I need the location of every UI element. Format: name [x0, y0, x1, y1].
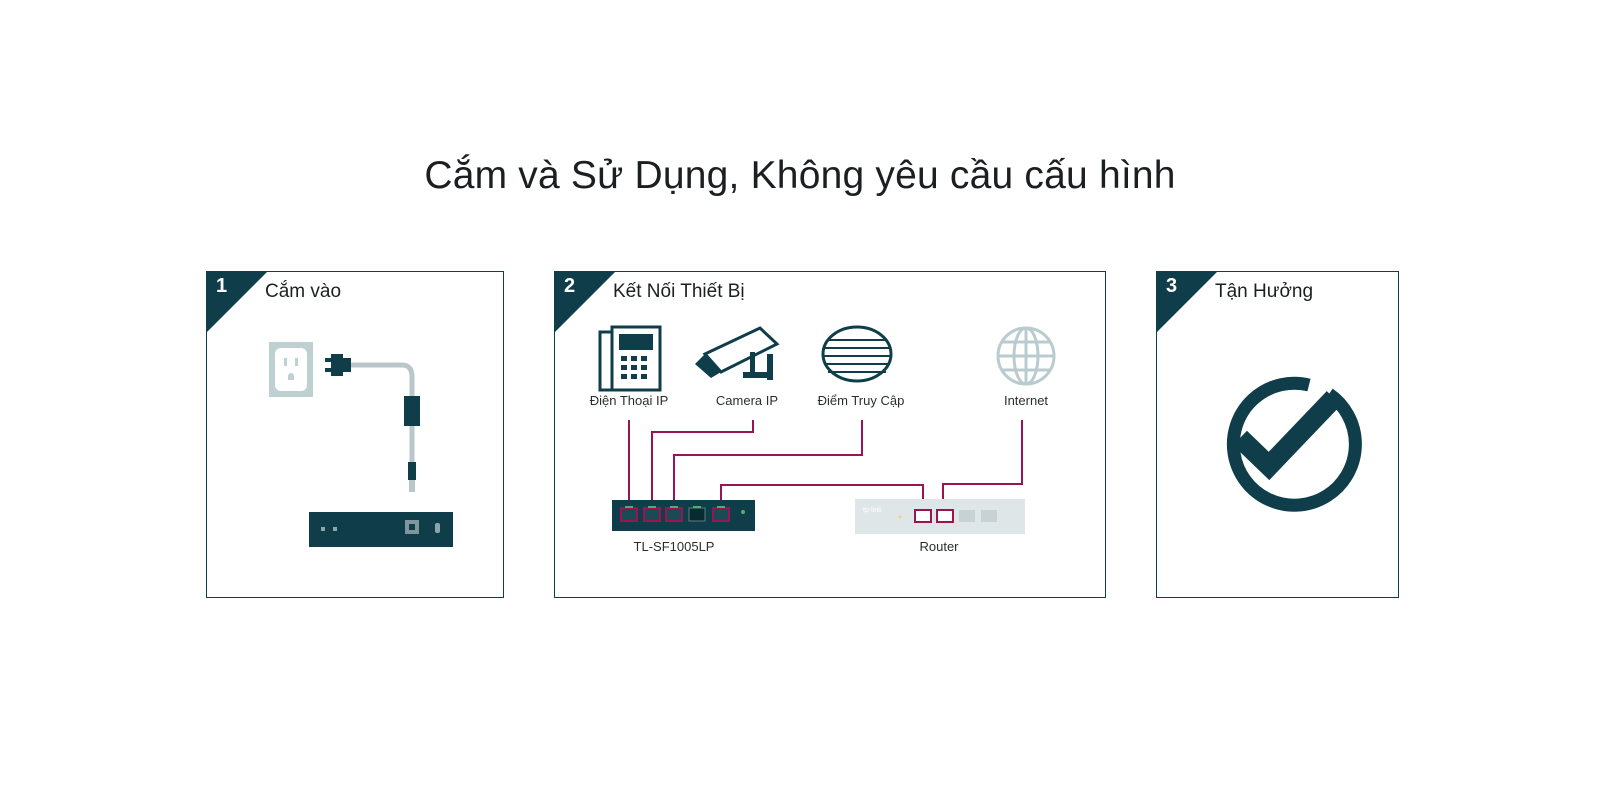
- router-brand-logo: tp-link: [863, 507, 882, 514]
- enjoy-illustration: [1226, 376, 1362, 512]
- step-title: Tận Hưởng: [1215, 281, 1314, 302]
- step-card-plug-in: 1 Cắm vào: [206, 271, 504, 598]
- switch-device-icon: [309, 512, 453, 547]
- step-title: Cắm vào: [265, 281, 342, 302]
- label-ip-camera: Camera IP: [716, 393, 778, 408]
- switch-tl-sf1005lp-icon: [612, 500, 755, 531]
- label-internet: Internet: [1004, 393, 1048, 408]
- access-point-icon: [821, 325, 893, 383]
- ethernet-cables: [628, 420, 1023, 512]
- power-plug-icon: [325, 354, 420, 492]
- wall-outlet-icon: [269, 342, 313, 397]
- step-card-connect-devices: Điện Thoại IP Camera IP Điểm Truy Cập In…: [554, 271, 1106, 598]
- checkmark-circle-icon: [1226, 376, 1362, 512]
- globe-icon: [996, 326, 1056, 386]
- step-number: 2: [564, 275, 576, 297]
- label-access-point: Điểm Truy Cập: [818, 393, 905, 408]
- connection-diagram: Điện Thoại IP Camera IP Điểm Truy Cập In…: [590, 325, 1056, 554]
- step-title: Kết Nối Thiết Bị: [613, 281, 745, 302]
- label-router: Router: [919, 539, 959, 554]
- step-number: 1: [216, 275, 228, 297]
- page-title: Cắm và Sử Dụng, Không yêu cầu cấu hình: [424, 154, 1176, 197]
- label-switch-model: TL-SF1005LP: [634, 539, 715, 554]
- ip-phone-icon: [598, 325, 662, 392]
- step-card-enjoy: 3 Tận Hưởng: [1156, 271, 1399, 598]
- label-ip-phone: Điện Thoại IP: [590, 393, 669, 408]
- router-icon: tp-link: [855, 499, 1025, 534]
- plug-in-illustration: [269, 342, 453, 547]
- ip-camera-icon: [695, 326, 780, 380]
- step-number: 3: [1166, 275, 1178, 297]
